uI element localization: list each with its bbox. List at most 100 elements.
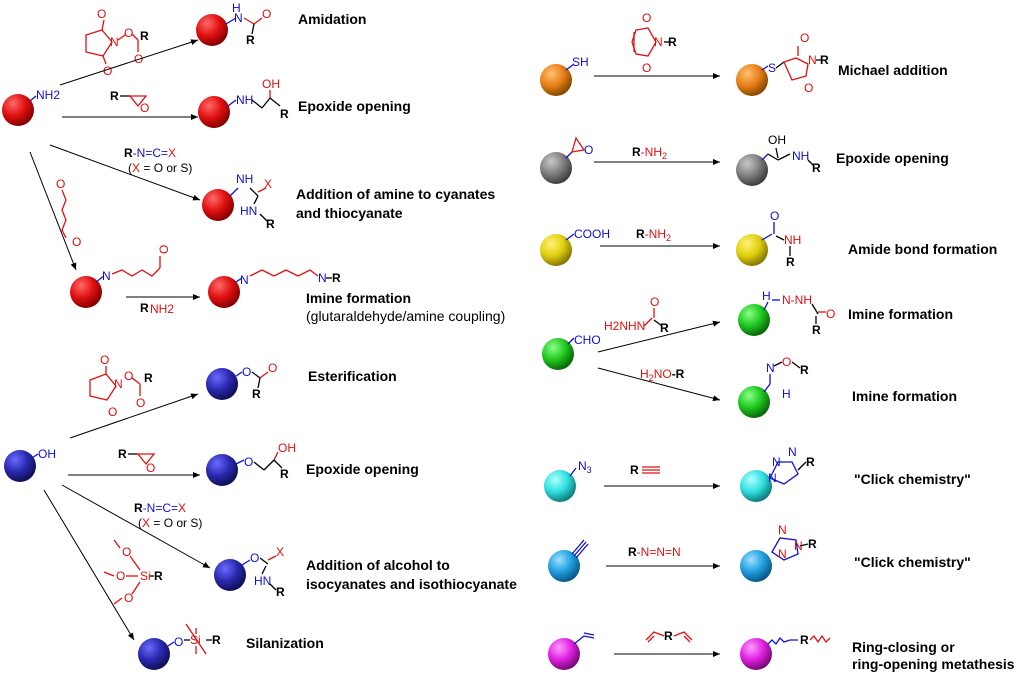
svg-text:N: N [240, 273, 249, 287]
arrow-amidation [59, 39, 199, 86]
svg-text:O: O [124, 26, 133, 40]
svg-text:R: R [664, 629, 673, 643]
svg-text:N: N [102, 269, 111, 283]
svg-text:X: X [264, 177, 272, 191]
epoxy-sphere [540, 152, 572, 184]
svg-text:O: O [174, 635, 183, 649]
svg-text:O: O [72, 235, 81, 249]
silane-product-sphere [138, 638, 170, 670]
svg-text:H2NHN: H2NHN [604, 319, 645, 333]
svg-text:O: O [100, 353, 109, 367]
svg-text:R: R [332, 271, 341, 285]
epoxy-product-sphere [736, 154, 768, 186]
svg-text:R: R [800, 633, 809, 647]
amide-bond-product-sphere [736, 234, 768, 266]
svg-text:R: R [812, 161, 821, 175]
svg-text:NH: NH [792, 149, 809, 163]
x-note-2: (X = O or S) [138, 516, 202, 530]
hydroxyl-sphere [4, 450, 36, 482]
svg-text:O: O [108, 405, 117, 419]
maleimide-reagent: O N R O [631, 11, 677, 75]
svg-text:NH: NH [236, 172, 253, 186]
svg-text:NH: NH [236, 93, 253, 107]
amide-product-sphere [196, 14, 228, 46]
arrow-isocyanate [61, 484, 211, 569]
azide-sphere [544, 470, 576, 502]
svg-text:O: O [103, 64, 112, 78]
svg-text:O: O [124, 591, 133, 605]
label-epoxide-opening-epoxy: Epoxide opening [836, 150, 949, 166]
diene-reagent: R [645, 629, 693, 643]
svg-text:O: O [124, 369, 133, 383]
svg-text:N: N [114, 377, 123, 391]
triazole-product-sphere-2 [740, 550, 772, 582]
svg-text:R: R [144, 371, 153, 385]
svg-text:R: R [800, 363, 809, 377]
glutaraldehyde-reagent: O O [56, 177, 81, 249]
svg-text:N: N [234, 11, 243, 25]
nhs-ester-reagent: O O N O O R [85, 7, 149, 78]
svg-text:R: R [246, 33, 255, 47]
amine-group-label: NH2 [36, 88, 60, 102]
svg-text:N: N [788, 445, 797, 459]
svg-text:O: O [116, 569, 125, 583]
svg-text:R: R [140, 29, 149, 43]
svg-text:O: O [262, 7, 271, 21]
svg-text:R: R [140, 301, 149, 315]
label-alcohol-iso-2: isocyanates and isothiocyanate [306, 576, 517, 592]
cyanate-reagent: R-N=C=X [124, 146, 176, 160]
svg-text:H: H [782, 387, 791, 401]
arrow-oxime [597, 367, 721, 402]
label-click1: "Click chemistry" [854, 471, 971, 487]
alkyne-sphere [548, 550, 580, 582]
svg-text:N: N [768, 471, 777, 485]
ether-alcohol-sphere [206, 454, 238, 486]
svg-text:NH2: NH2 [150, 302, 174, 316]
metathesis-product-sphere [740, 638, 772, 670]
svg-text:NH: NH [784, 233, 801, 247]
michael-product-sphere [736, 64, 768, 96]
svg-text:X: X [276, 545, 284, 559]
alkene-sphere [548, 638, 580, 670]
svg-text:N: N [772, 455, 781, 469]
triazole-product-sphere-1 [740, 470, 772, 502]
label-glut-note: (glutaraldehyde/amine coupling) [306, 308, 505, 324]
svg-text:N: N [110, 35, 119, 49]
amino-alcohol-sphere [198, 96, 230, 128]
svg-text:CHO: CHO [574, 333, 601, 347]
arrow-hydrazone [597, 320, 721, 353]
ester-product-sphere [206, 368, 238, 400]
svg-text:N-NH: N-NH [782, 293, 812, 307]
svg-text:R: R [276, 585, 285, 599]
nhs-ester-reagent-2: O O N O O R [89, 353, 153, 419]
svg-text:N: N [318, 271, 327, 285]
label-metathesis-1: Ring-closing or [852, 639, 955, 655]
arrow-glutaraldehyde [29, 151, 77, 271]
arrow-esterification [69, 393, 199, 439]
svg-text:N: N [778, 523, 787, 537]
svg-text:O: O [122, 545, 131, 559]
svg-text:H: H [762, 289, 771, 303]
trimethoxysilane-reagent: Si R O O O [103, 539, 163, 605]
svg-text:HN: HN [254, 574, 271, 588]
label-metathesis-2: ring-opening metathesis [852, 656, 1015, 672]
svg-text:O: O [650, 295, 659, 309]
svg-text:O: O [804, 81, 813, 95]
label-amine-cyanate-2: and thiocyanate [296, 205, 403, 221]
r-nh2-epoxy: R-NH2 [632, 145, 667, 161]
azide-group: N3 [578, 459, 592, 475]
svg-text:R: R [630, 463, 639, 477]
svg-text:R: R [820, 53, 829, 67]
svg-text:O: O [642, 11, 651, 25]
carbamate-product-sphere [214, 559, 246, 591]
svg-text:O: O [157, 245, 171, 254]
svg-text:H: H [232, 1, 241, 15]
label-michael: Michael addition [838, 62, 948, 78]
label-silanization: Silanization [246, 635, 324, 651]
svg-text:N: N [766, 361, 775, 375]
hydrazide-reagent: H2NHN O R [604, 295, 669, 335]
cyanate-reagent-2: R-N=C=X [134, 501, 186, 515]
svg-text:O: O [140, 101, 149, 115]
svg-text:O: O [250, 551, 259, 565]
